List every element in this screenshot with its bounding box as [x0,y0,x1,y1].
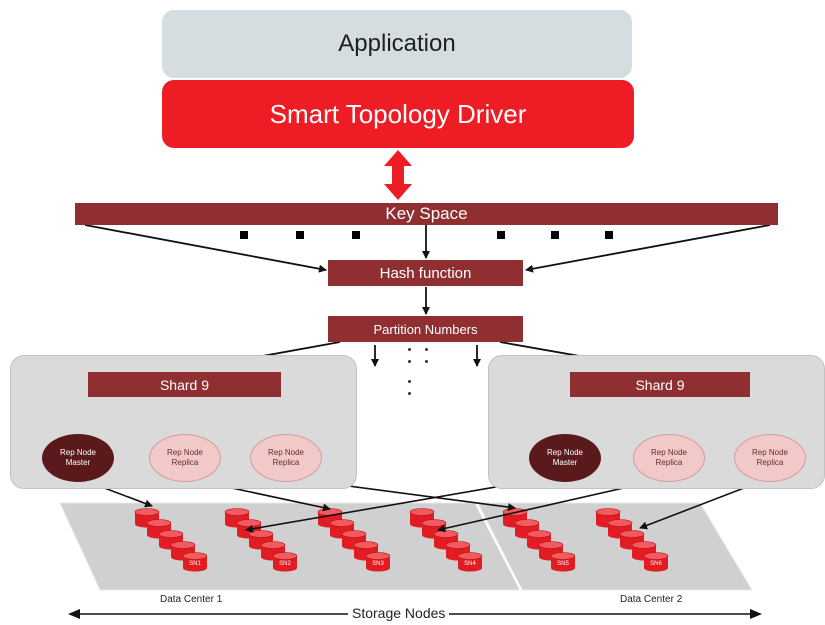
storage-node-tag: SN6 [650,561,662,567]
storage-node-tag: SN5 [557,561,569,567]
ellipsis-dot [240,231,248,239]
partition-numbers-label: Partition Numbers [373,321,478,337]
storage-node-stack: SN5 [502,508,576,572]
node-line2: Replica [171,458,199,467]
rep-node-replica-right-2: Rep Node Replica [734,434,806,482]
shard-right-bar: Shard 9 [570,372,750,397]
node-line1: Rep Node [751,448,789,457]
storage-disk-stacks: SN1 SN2 SN3 SN4 SN5 SN6 [134,508,669,572]
storage-node-tag: SN3 [372,561,384,567]
ellipsis-dot [352,231,360,239]
storage-node-tag: SN4 [464,561,476,567]
data-center-2-platform [477,502,753,591]
node-line1: Rep Node [166,448,204,457]
data-center-1-label: Data Center 1 [160,594,223,605]
ellipsis-dot [408,348,411,351]
node-line2: Replica [655,458,683,467]
application-label: Application [338,30,456,57]
ellipsis-dot [497,231,505,239]
ellipsis-dot [408,360,411,363]
hash-function-box: Hash function [328,260,523,286]
storage-node-tag: SN2 [279,561,291,567]
key-space-label: Key Space [385,204,468,223]
key-space-bar: Key Space [75,203,778,225]
node-line2: Master [65,458,91,467]
node-line1: Rep Node [267,448,305,457]
arrow-keyspace-right [525,224,771,273]
rep-node-replica-left-2: Rep Node Replica [250,434,322,482]
rep-node-replica-right-1: Rep Node Replica [633,434,705,482]
driver-label: Smart Topology Driver [269,98,527,129]
ellipsis-dot [425,348,428,351]
rep-node-replica-left-1: Rep Node Replica [149,434,221,482]
shard-left-bar: Shard 9 [88,372,281,397]
node-line1: Rep Node [59,448,97,457]
storage-node-stack: SN1 [134,508,208,572]
application-box: Application [162,10,632,78]
shard-left-label: Shard 9 [159,376,210,393]
node-line2: Replica [272,458,300,467]
arrow-keyspace-left [84,224,327,273]
storage-node-stack: SN2 [224,508,298,572]
node-line1: Rep Node [546,448,584,457]
storage-nodes-label: Storage Nodes [348,605,450,621]
rep-node-master-right: Rep Node Master [529,434,601,482]
double-arrow-icon [384,150,412,200]
node-line2: Master [552,458,578,467]
shard-right-label: Shard 9 [635,376,685,393]
ellipsis-dot [408,392,411,395]
hash-function-label: Hash function [379,264,472,282]
data-center-2-label: Data Center 2 [620,594,683,605]
ellipsis-dot [425,360,428,363]
storage-node-stack: SN6 [595,508,669,572]
smart-topology-driver-box: Smart Topology Driver [162,80,634,148]
ellipsis-dot [551,231,559,239]
ellipsis-dot [296,231,304,239]
storage-node-tag: SN1 [189,561,201,567]
node-line1: Rep Node [650,448,688,457]
ellipsis-dot [605,231,613,239]
partition-numbers-box: Partition Numbers [328,316,523,342]
node-line2: Replica [756,458,784,467]
ellipsis-dot [408,380,411,383]
rep-node-master-left: Rep Node Master [42,434,114,482]
storage-node-stack: SN4 [409,508,483,572]
